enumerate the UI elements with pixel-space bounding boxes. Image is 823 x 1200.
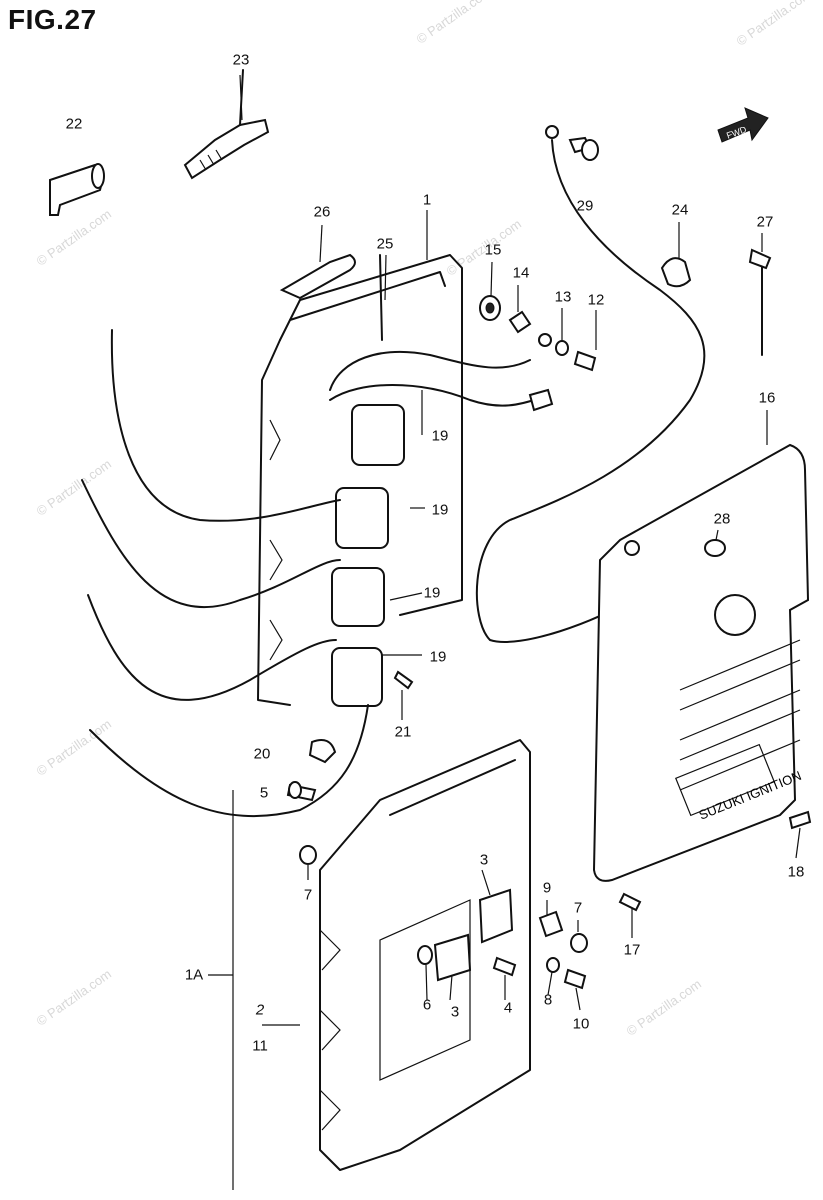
bolt-12 — [573, 350, 597, 372]
callout-3: 3 — [450, 1003, 460, 1021]
callout-17: 17 — [623, 941, 641, 959]
bolt-4 — [492, 956, 517, 977]
screw-17 — [618, 892, 642, 912]
fwd-arrow-icon: FWD — [717, 107, 769, 143]
cable-tie — [748, 248, 772, 356]
rectifier — [433, 888, 514, 982]
nut-7 — [299, 845, 588, 953]
callout-2: 2 — [255, 1001, 265, 1019]
callout-1a: 1A — [184, 966, 204, 984]
callout-7: 7 — [303, 886, 313, 904]
callout-24: 24 — [671, 201, 689, 219]
callout-11: 11 — [252, 1037, 268, 1055]
figure-title: FIG.27 — [8, 4, 97, 35]
callout-19: 19 — [423, 584, 441, 602]
bolt-5 — [286, 781, 317, 802]
callout-9: 9 — [542, 879, 552, 897]
callout-13: 13 — [554, 288, 572, 306]
callout-6: 6 — [422, 996, 432, 1014]
callout-22: 22 — [65, 115, 83, 133]
clip-20 — [308, 739, 337, 764]
callout-19: 19 — [429, 648, 447, 666]
wiring-harness — [329, 254, 554, 412]
spark-plug-cap — [49, 163, 105, 216]
callout-29: 29 — [576, 197, 594, 215]
grommet-15 — [479, 295, 501, 321]
ground-cable — [475, 125, 706, 643]
callout-27: 27 — [756, 213, 774, 231]
callout-4: 4 — [503, 999, 513, 1017]
callout-21: 21 — [394, 723, 412, 741]
callout-15: 15 — [484, 241, 502, 259]
collar-14 — [508, 310, 532, 334]
callout-16: 16 — [758, 389, 776, 407]
callout-7: 7 — [573, 899, 583, 917]
bolt-29 — [568, 136, 599, 161]
callout-5: 5 — [259, 784, 269, 802]
callout-14: 14 — [512, 264, 530, 282]
callout-18: 18 — [787, 863, 805, 881]
callout-8: 8 — [543, 991, 553, 1009]
leader-lines — [239, 74, 801, 1011]
clamp-26 — [279, 253, 356, 300]
washer-13 — [555, 340, 569, 356]
callout-23: 23 — [232, 51, 250, 69]
collar-9 — [538, 910, 564, 938]
callout-1: 1 — [422, 191, 432, 209]
ignition-coil — [331, 404, 405, 707]
callout-12: 12 — [587, 291, 605, 309]
screw-18 — [788, 810, 812, 830]
callout-25: 25 — [376, 235, 394, 253]
cover: SUZUKI IGNITION — [592, 443, 810, 882]
callout-28: 28 — [713, 510, 731, 528]
spark-plug — [183, 69, 270, 180]
high-tension-leads — [81, 329, 369, 818]
callout-3: 3 — [479, 851, 489, 869]
callout-26: 26 — [313, 203, 331, 221]
callout-10: 10 — [572, 1015, 590, 1033]
ignition-bracket — [257, 254, 463, 706]
bolt-28 — [704, 539, 726, 557]
callout-19: 19 — [431, 501, 449, 519]
washer-8 — [546, 957, 560, 973]
lower-bracket — [319, 739, 531, 1171]
screw-21 — [393, 670, 414, 690]
bolt-10 — [563, 968, 587, 990]
nut-6 — [417, 945, 433, 965]
callout-20: 20 — [253, 745, 271, 763]
callout-19: 19 — [431, 427, 449, 445]
